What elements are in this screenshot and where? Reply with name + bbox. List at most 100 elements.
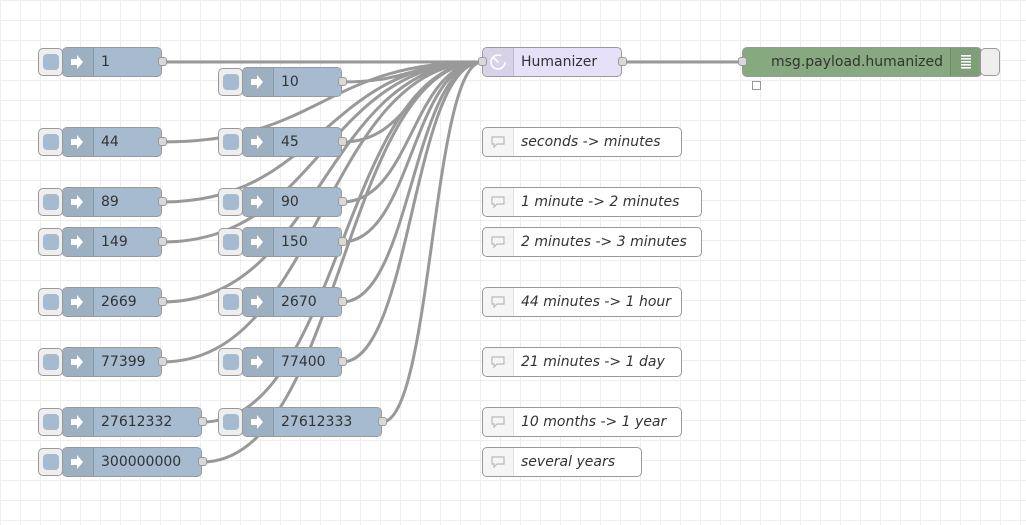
inject-trigger-button[interactable] bbox=[218, 128, 243, 156]
inject-trigger-button-face bbox=[43, 194, 59, 210]
wire bbox=[341, 60, 483, 364]
comment-icon bbox=[483, 228, 514, 256]
comment-node[interactable]: seconds -> minutes bbox=[482, 127, 682, 157]
inject-node[interactable]: 27612333 bbox=[242, 407, 382, 437]
debug-list-icon bbox=[950, 48, 981, 76]
inject-icon bbox=[243, 128, 274, 156]
inject-node[interactable]: 77400 bbox=[242, 347, 342, 377]
output-port[interactable] bbox=[198, 417, 207, 426]
inject-node[interactable]: 10 bbox=[242, 67, 342, 97]
inject-node[interactable]: 77399 bbox=[62, 347, 162, 377]
inject-node[interactable]: 300000000 bbox=[62, 447, 202, 477]
inject-node-label: 45 bbox=[281, 134, 299, 150]
inject-trigger-button[interactable] bbox=[38, 288, 63, 316]
comment-label: 1 minute -> 2 minutes bbox=[521, 194, 680, 210]
inject-node[interactable]: 2670 bbox=[242, 287, 342, 317]
output-port[interactable] bbox=[198, 457, 207, 466]
inject-node-label: 89 bbox=[101, 194, 119, 210]
output-port[interactable] bbox=[338, 237, 347, 246]
comment-node[interactable]: 1 minute -> 2 minutes bbox=[482, 187, 702, 217]
inject-node-label: 149 bbox=[101, 234, 128, 250]
inject-icon bbox=[63, 228, 94, 256]
inject-icon bbox=[63, 448, 94, 476]
output-port[interactable] bbox=[158, 57, 167, 66]
wire bbox=[381, 60, 483, 424]
comment-node[interactable]: 10 months -> 1 year bbox=[482, 407, 682, 437]
inject-icon bbox=[243, 228, 274, 256]
inject-node[interactable]: 149 bbox=[62, 227, 162, 257]
inject-icon bbox=[243, 348, 274, 376]
inject-node-label: 2669 bbox=[101, 294, 137, 310]
inject-node-label: 1 bbox=[101, 54, 110, 70]
output-port[interactable] bbox=[338, 137, 347, 146]
inject-node[interactable]: 27612332 bbox=[62, 407, 202, 437]
comment-node[interactable]: several years bbox=[482, 447, 642, 477]
inject-trigger-button-face bbox=[223, 74, 239, 90]
inject-trigger-button[interactable] bbox=[38, 48, 63, 76]
output-port[interactable] bbox=[158, 237, 167, 246]
inject-trigger-button[interactable] bbox=[218, 68, 243, 96]
output-port[interactable] bbox=[338, 197, 347, 206]
comment-label: 10 months -> 1 year bbox=[521, 414, 667, 430]
inject-trigger-button-face bbox=[43, 454, 59, 470]
inject-node-label: 300000000 bbox=[101, 454, 182, 470]
humanizer-node[interactable]: Humanizer bbox=[482, 47, 622, 77]
inject-trigger-button[interactable] bbox=[218, 288, 243, 316]
inject-icon bbox=[63, 408, 94, 436]
inject-node-label: 77399 bbox=[101, 354, 146, 370]
output-port[interactable] bbox=[378, 417, 387, 426]
inject-node-label: 44 bbox=[101, 134, 119, 150]
inject-node[interactable]: 150 bbox=[242, 227, 342, 257]
inject-icon bbox=[243, 408, 274, 436]
inject-trigger-button[interactable] bbox=[38, 228, 63, 256]
inject-node-label: 2670 bbox=[281, 294, 317, 310]
inject-node-label: 90 bbox=[281, 194, 299, 210]
inject-node[interactable]: 2669 bbox=[62, 287, 162, 317]
inject-trigger-button-face bbox=[223, 414, 239, 430]
inject-trigger-button[interactable] bbox=[38, 348, 63, 376]
inject-trigger-button-face bbox=[223, 134, 239, 150]
output-port[interactable] bbox=[338, 297, 347, 306]
debug-toggle-button[interactable] bbox=[980, 48, 1000, 76]
inject-node[interactable]: 89 bbox=[62, 187, 162, 217]
debug-node[interactable]: msg.payload.humanized bbox=[742, 47, 982, 77]
output-port[interactable] bbox=[338, 357, 347, 366]
inject-trigger-button[interactable] bbox=[38, 188, 63, 216]
comment-icon bbox=[483, 288, 514, 316]
inject-node[interactable]: 90 bbox=[242, 187, 342, 217]
input-port[interactable] bbox=[478, 57, 487, 66]
inject-trigger-button[interactable] bbox=[38, 448, 63, 476]
inject-node-label: 77400 bbox=[281, 354, 326, 370]
output-port[interactable] bbox=[338, 77, 347, 86]
inject-trigger-button-face bbox=[43, 234, 59, 250]
output-port[interactable] bbox=[158, 357, 167, 366]
inject-icon bbox=[243, 68, 274, 96]
inject-trigger-button-face bbox=[43, 54, 59, 70]
inject-trigger-button[interactable] bbox=[218, 188, 243, 216]
inject-node[interactable]: 1 bbox=[62, 47, 162, 77]
inject-trigger-button[interactable] bbox=[218, 408, 243, 436]
inject-node-label: 27612333 bbox=[281, 414, 353, 430]
inject-trigger-button[interactable] bbox=[218, 348, 243, 376]
output-port[interactable] bbox=[158, 297, 167, 306]
comment-icon bbox=[483, 448, 514, 476]
inject-trigger-button[interactable] bbox=[38, 128, 63, 156]
output-port[interactable] bbox=[158, 137, 167, 146]
status-indicator bbox=[752, 81, 761, 90]
inject-trigger-button[interactable] bbox=[218, 228, 243, 256]
output-port[interactable] bbox=[618, 57, 627, 66]
inject-trigger-button[interactable] bbox=[38, 408, 63, 436]
inject-node[interactable]: 44 bbox=[62, 127, 162, 157]
inject-node[interactable]: 45 bbox=[242, 127, 342, 157]
comment-label: 2 minutes -> 3 minutes bbox=[521, 234, 687, 250]
inject-node-label: 27612332 bbox=[101, 414, 173, 430]
comment-node[interactable]: 44 minutes -> 1 hour bbox=[482, 287, 682, 317]
comment-node[interactable]: 21 minutes -> 1 day bbox=[482, 347, 682, 377]
comment-icon bbox=[483, 128, 514, 156]
comment-node[interactable]: 2 minutes -> 3 minutes bbox=[482, 227, 702, 257]
output-port[interactable] bbox=[158, 197, 167, 206]
input-port[interactable] bbox=[738, 57, 747, 66]
timer-icon bbox=[483, 48, 514, 76]
inject-icon bbox=[63, 48, 94, 76]
inject-trigger-button-face bbox=[223, 294, 239, 310]
